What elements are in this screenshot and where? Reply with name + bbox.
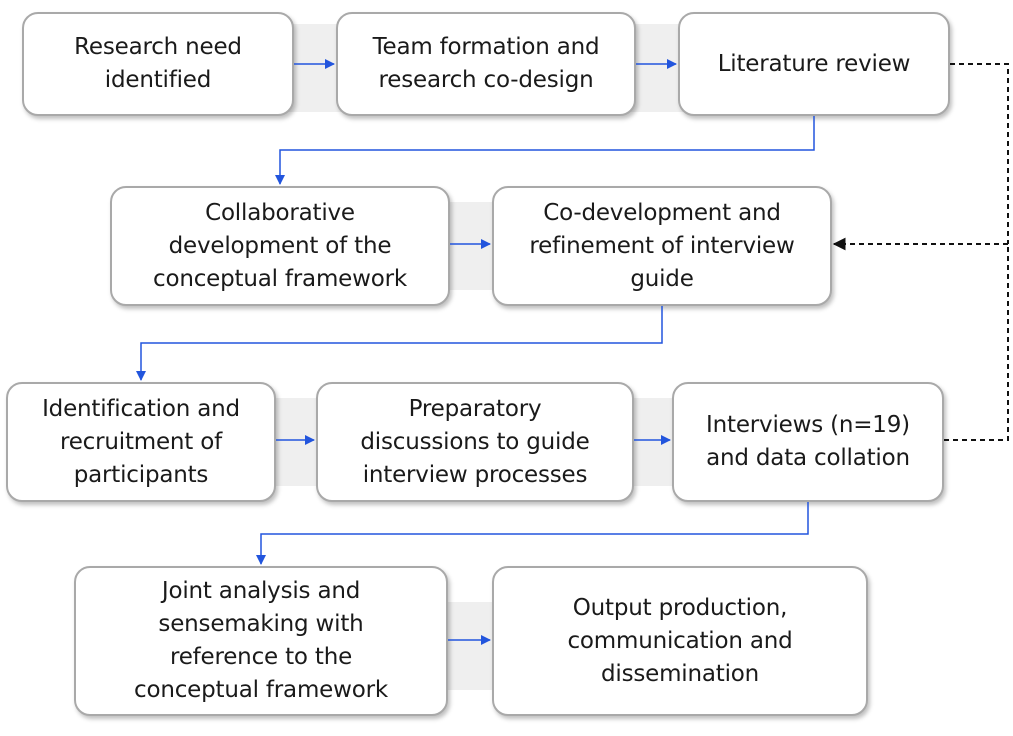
node-label: Output production, communication and dis… — [567, 594, 793, 687]
node-conceptual-framework: Collaborative development of the concept… — [110, 186, 450, 306]
edge-n8-n5-dashed — [944, 244, 1009, 441]
node-label: Research need identified — [74, 34, 242, 93]
edge-n3-n4 — [275, 116, 815, 185]
node-label: Joint analysis and sensemaking with refe… — [134, 578, 388, 703]
node-label: Identification and recruitment of partic… — [42, 395, 240, 488]
node-interviews: Interviews (n=19) and data collation — [672, 382, 944, 502]
node-preparatory-discussions: Preparatory discussions to guide intervi… — [316, 382, 634, 502]
node-team-formation: Team formation and research co-design — [336, 12, 636, 116]
node-label: Collaborative development of the concept… — [153, 199, 407, 292]
node-label: Interviews (n=19) and data collation — [706, 412, 910, 471]
edge-n3-n5-dashed — [950, 63, 1009, 244]
node-label: Literature review — [717, 50, 911, 77]
node-research-need: Research need identified — [22, 12, 294, 116]
node-output-production: Output production, communication and dis… — [492, 566, 868, 716]
node-joint-analysis: Joint analysis and sensemaking with refe… — [74, 566, 448, 716]
edge-n8-n9 — [256, 502, 809, 565]
node-label: Co-development and refinement of intervi… — [529, 199, 795, 292]
node-recruitment: Identification and recruitment of partic… — [6, 382, 276, 502]
node-literature-review: Literature review — [678, 12, 950, 116]
node-interview-guide: Co-development and refinement of intervi… — [492, 186, 832, 306]
node-label: Preparatory discussions to guide intervi… — [360, 395, 590, 488]
node-label: Team formation and research co-design — [372, 34, 600, 93]
edge-n5-n6 — [136, 306, 663, 381]
